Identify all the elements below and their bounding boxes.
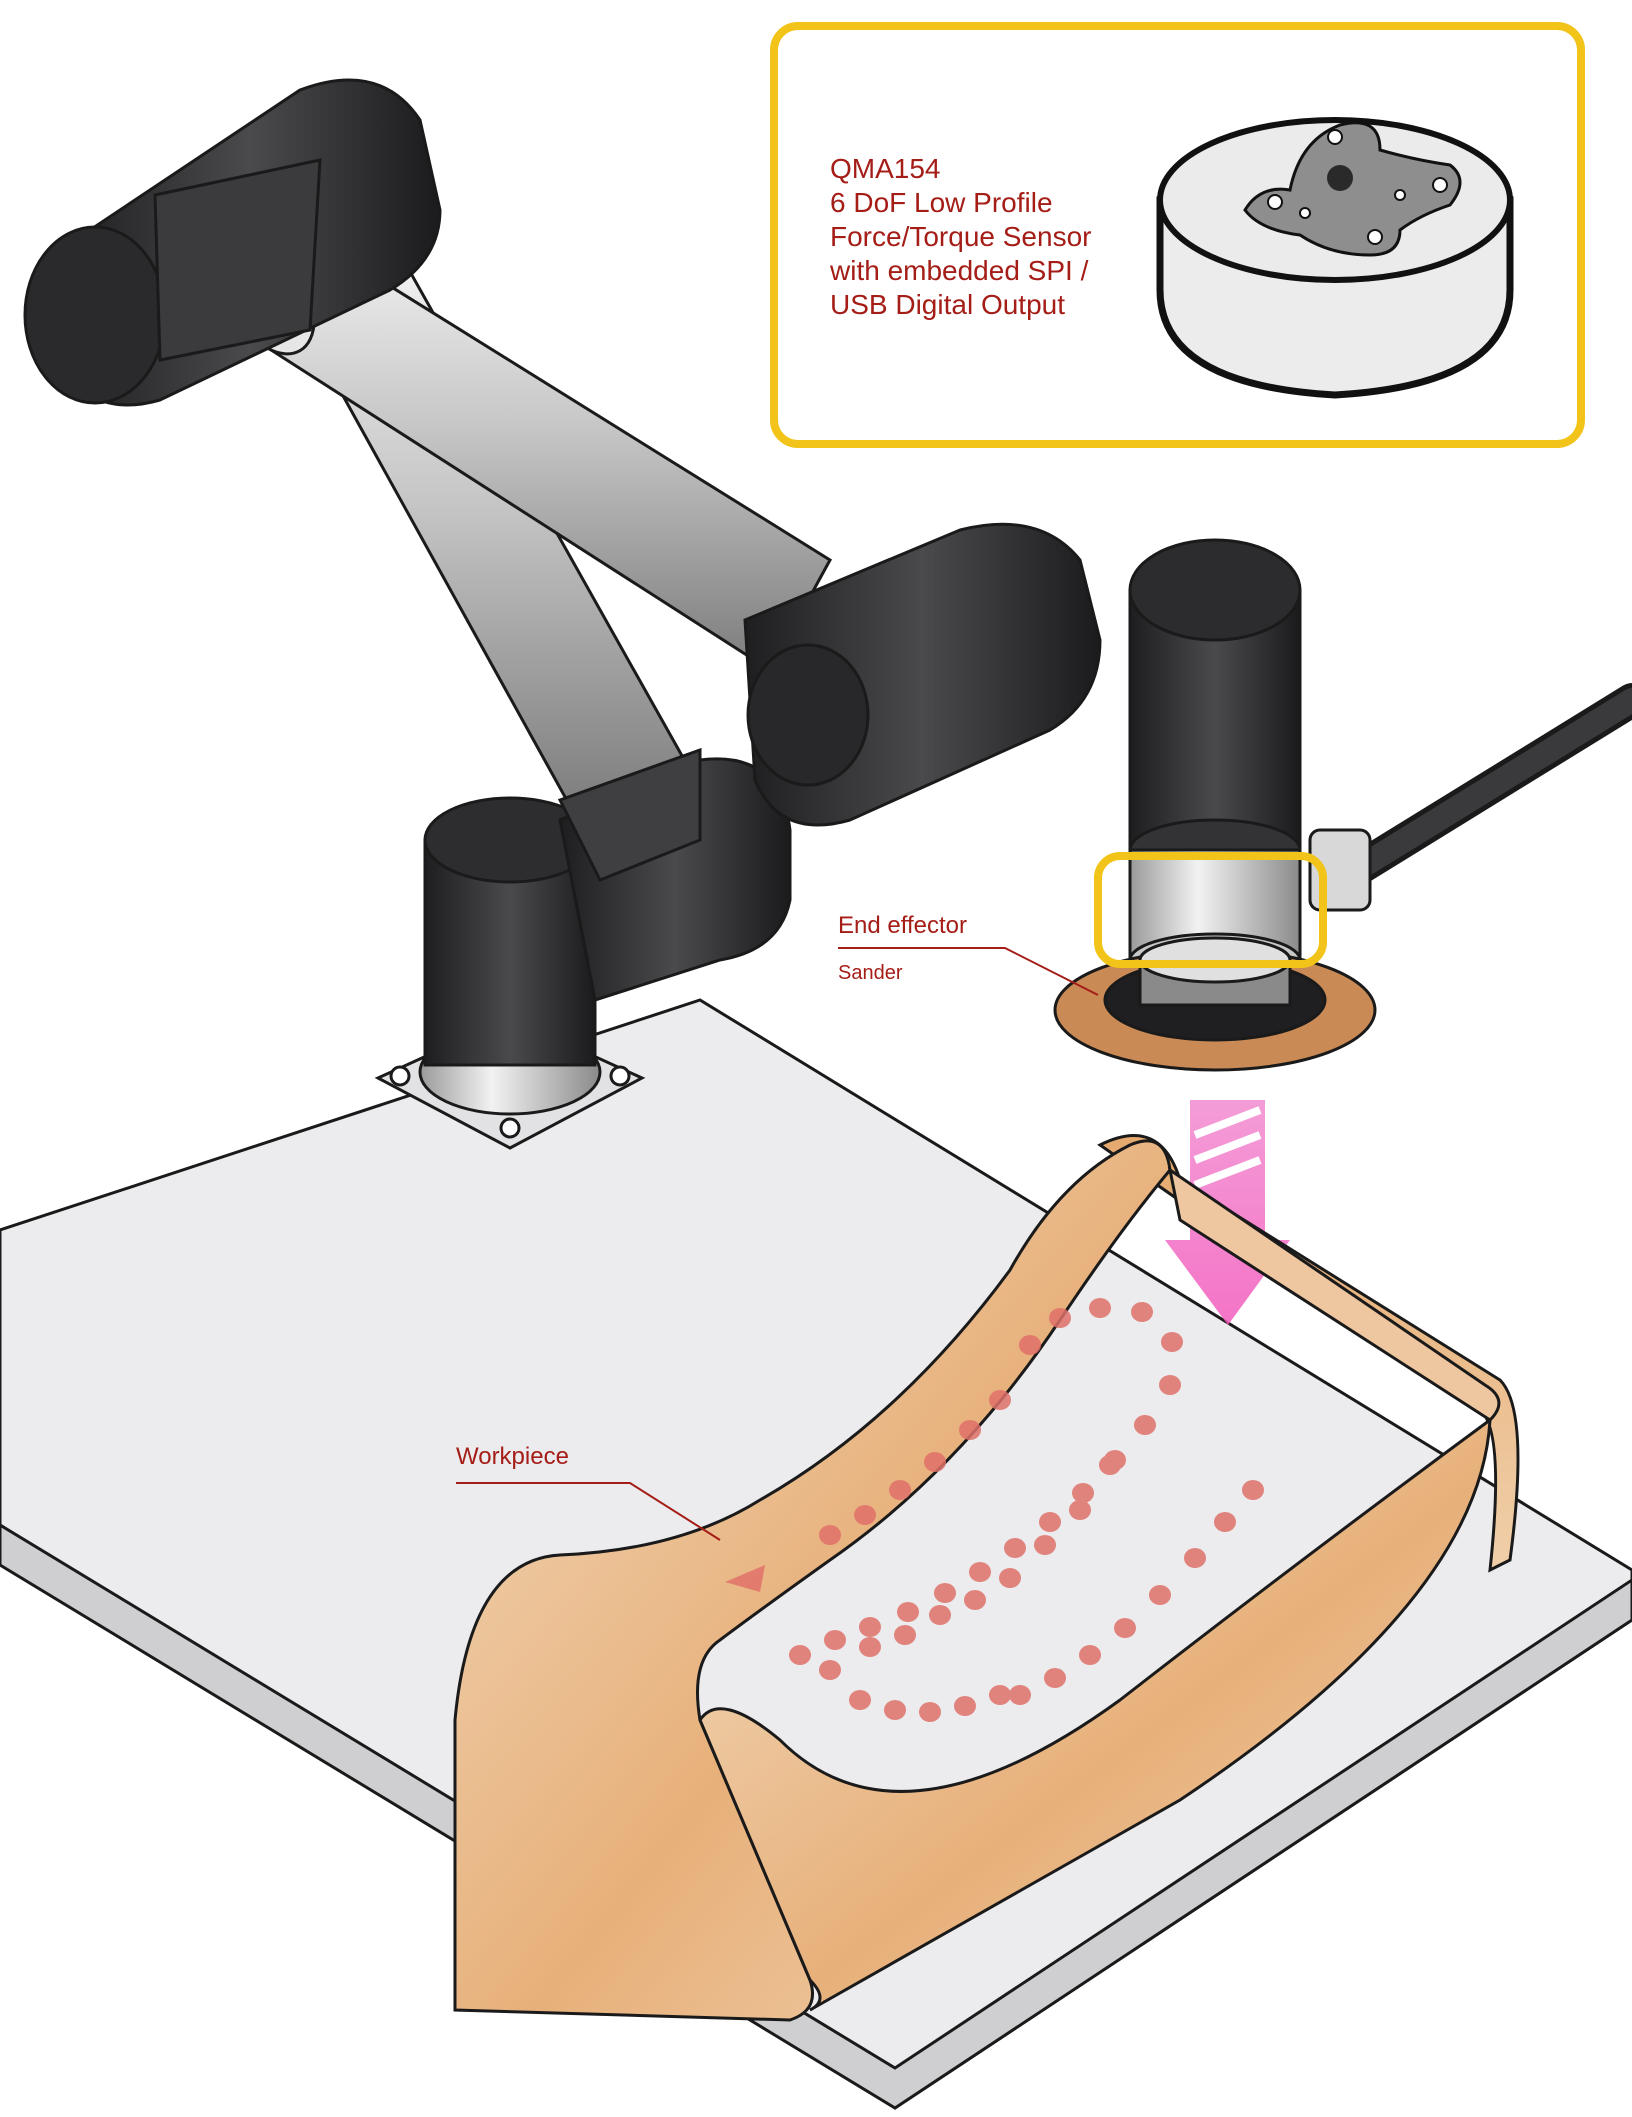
sander-label: Sander	[838, 962, 903, 984]
force-torque-sensor-icon	[1156, 117, 1514, 399]
sensor-description-line: USB Digital Output	[830, 289, 1065, 320]
shoulder-joint	[23, 78, 442, 407]
wrist-joint	[1128, 538, 1302, 882]
sensor-highlight-box	[1094, 852, 1327, 968]
sensor-description-line: 6 DoF Low Profile	[830, 187, 1053, 218]
sensor-description-line: with embedded SPI /	[830, 255, 1089, 286]
sensor-cable	[1308, 683, 1632, 912]
sensor-description: QMA154 6 DoF Low Profile Force/Torque Se…	[830, 152, 1160, 322]
base-joint	[423, 747, 792, 1067]
workpiece-panel	[453, 1134, 1520, 2022]
sanding-path-icon	[725, 1298, 1264, 1722]
sensor-description-line: Force/Torque Sensor	[830, 221, 1092, 252]
leader-lines	[456, 947, 1099, 1541]
workpiece-label: Workpiece	[456, 1443, 569, 1470]
end-effector-label: End effector	[838, 912, 967, 939]
elbow-joint	[743, 522, 1102, 827]
sensor-model: QMA154	[830, 153, 941, 184]
